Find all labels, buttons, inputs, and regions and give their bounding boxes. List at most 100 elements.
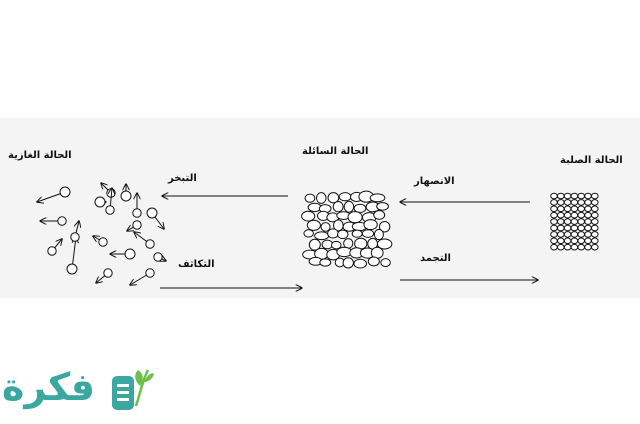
- solid-particle: [577, 211, 586, 219]
- solid-particle: [570, 192, 579, 200]
- solid-particle: [550, 211, 558, 219]
- liquid-particle: [314, 231, 330, 241]
- solid-particle: [577, 243, 586, 251]
- freezing-label: التجمد: [420, 253, 451, 264]
- solid-particle: [557, 192, 565, 200]
- gas-particle: [132, 220, 142, 230]
- solid-particle: [550, 205, 558, 213]
- solid-particle: [563, 224, 572, 232]
- gas-particle: [70, 232, 80, 242]
- gas-particle: [94, 196, 106, 208]
- liquid-particle: [376, 202, 389, 211]
- solid-particle: [550, 224, 558, 232]
- solid-particle: [570, 231, 579, 238]
- solid-particle: [563, 243, 572, 251]
- solid-particle: [570, 211, 579, 219]
- solid-particle: [557, 224, 565, 232]
- solid-particles: [550, 192, 599, 251]
- solid-particle: [550, 243, 558, 251]
- liquid-particle: [327, 192, 340, 204]
- liquid-particle: [301, 210, 316, 222]
- liquid-particle: [331, 240, 342, 250]
- solid-particle: [563, 218, 572, 225]
- liquid-particle: [321, 239, 334, 250]
- solid-particle: [584, 231, 592, 238]
- solid-particle: [570, 243, 579, 251]
- solid-particle: [584, 237, 592, 245]
- liquid-particle: [363, 219, 378, 231]
- liquid-particle: [378, 220, 391, 233]
- gas-particle: [146, 207, 158, 219]
- solid-particle: [563, 231, 572, 238]
- solid-particle: [550, 192, 558, 200]
- solid-particle: [584, 199, 592, 206]
- book-leaf-icon: [112, 369, 154, 410]
- solid-particle: [550, 231, 558, 238]
- gas-particle: [105, 205, 115, 215]
- solid-particle: [563, 237, 572, 245]
- solid-particle: [550, 199, 558, 206]
- solid-particle: [577, 192, 586, 200]
- solid-particle: [591, 237, 599, 245]
- solid-particle: [563, 205, 572, 213]
- liquid-particle: [308, 238, 321, 251]
- solid-particle: [570, 218, 579, 225]
- solid-particle: [577, 205, 586, 213]
- solid-particle: [557, 218, 565, 225]
- liquid-particle: [367, 256, 380, 267]
- gas-particle: [57, 216, 67, 226]
- gas-particle: [47, 246, 57, 256]
- evaporation-label: التبخر: [168, 173, 197, 184]
- gas-particles: [37, 183, 166, 285]
- solid-particle: [557, 199, 565, 206]
- brand-wordmark: فكرة: [2, 365, 96, 409]
- liquid-particle: [351, 229, 363, 238]
- solid-particle: [591, 243, 599, 251]
- liquid-particle: [361, 229, 375, 238]
- solid-particle: [557, 211, 565, 219]
- solid-particle: [584, 218, 592, 225]
- liquid-particle: [380, 258, 391, 268]
- solid-particle: [591, 231, 599, 238]
- solid-particle: [591, 224, 599, 232]
- liquid-particle: [306, 219, 321, 231]
- liquid-particle: [316, 192, 327, 204]
- solid-particle: [563, 192, 572, 200]
- solid-particle: [550, 218, 558, 225]
- gas-particle: [66, 263, 78, 275]
- liquid-particle: [332, 201, 344, 213]
- solid-particle: [570, 237, 579, 245]
- liquid-particle: [320, 222, 331, 232]
- solid-particle: [591, 192, 599, 200]
- liquid-particles: [301, 190, 393, 269]
- liquid-particle: [338, 192, 352, 202]
- solid-particle: [577, 237, 586, 245]
- liquid-particle: [319, 258, 332, 267]
- condensation-label: التكاثف: [178, 259, 215, 270]
- liquid-particle: [369, 193, 386, 203]
- solid-particle: [584, 205, 592, 213]
- liquid-particle: [373, 210, 386, 220]
- liquid-particle: [347, 211, 363, 224]
- solid-particle: [584, 192, 592, 200]
- liquid-state-label: الحالة السائلة: [302, 146, 369, 157]
- solid-particle: [563, 211, 572, 219]
- gas-particle: [145, 239, 155, 249]
- liquid-particle: [304, 193, 316, 203]
- gas-particle: [59, 186, 71, 198]
- brand-logo: فكرة: [0, 360, 160, 420]
- gas-particle: [132, 208, 142, 218]
- gas-particle: [98, 237, 108, 247]
- solid-particle: [577, 199, 586, 206]
- liquid-particle: [373, 228, 384, 241]
- solid-particle: [577, 218, 586, 225]
- liquid-particle: [327, 228, 339, 239]
- liquid-particle: [343, 200, 355, 213]
- solid-particle: [557, 231, 565, 238]
- gas-particle: [103, 268, 113, 278]
- solid-particle: [584, 243, 592, 251]
- solid-particle: [584, 211, 592, 219]
- solid-particle: [591, 218, 599, 225]
- gas-particle: [153, 252, 163, 262]
